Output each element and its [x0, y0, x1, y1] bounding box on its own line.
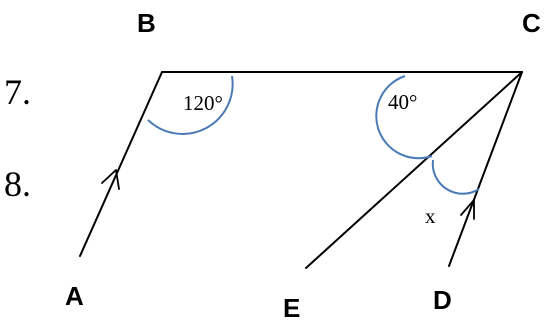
angle-arc-x: [431, 159, 480, 195]
question-number-8: 8.: [4, 164, 31, 204]
parallel-arrow-ab: [101, 169, 120, 190]
segment-cd: [448, 71, 523, 267]
angle-label-x: x: [425, 204, 436, 228]
vertex-label-e: E: [283, 293, 300, 323]
segment-ab: [79, 71, 163, 257]
parallel-arrow-cd: [460, 199, 475, 220]
angle-label-b: 120°: [183, 91, 223, 115]
vertex-label-c: C: [522, 8, 541, 38]
angle-label-c: 40°: [388, 90, 417, 114]
question-number-7: 7.: [4, 72, 31, 112]
segment-ce: [305, 71, 523, 269]
vertex-label-b: B: [137, 8, 156, 38]
vertex-label-d: D: [433, 285, 452, 315]
angle-arc-b: [147, 75, 234, 135]
angle-arc-c: [375, 75, 433, 160]
vertex-label-a: A: [65, 281, 84, 311]
